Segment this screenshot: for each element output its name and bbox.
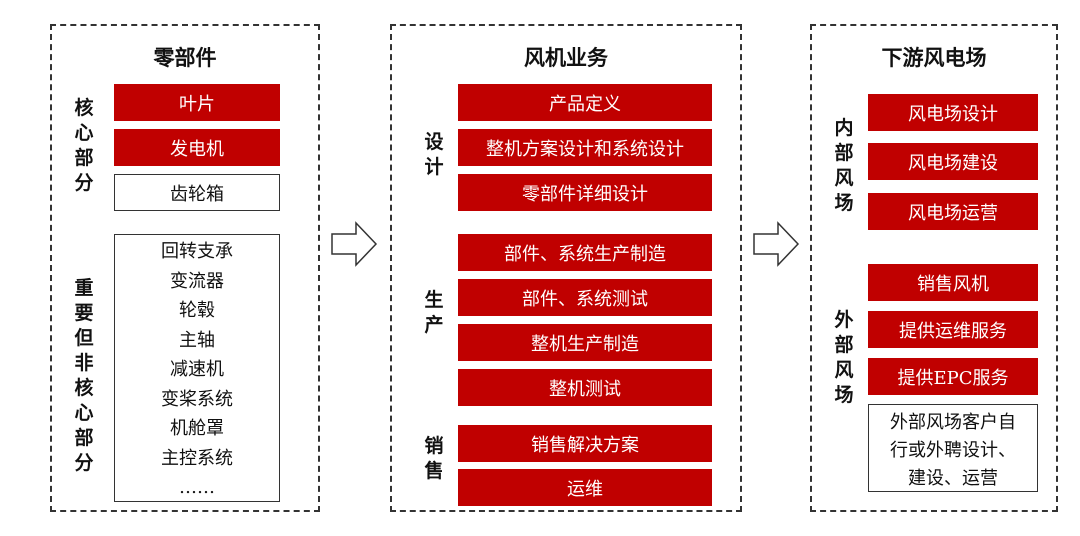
- external-farm-item: 提供EPC服务: [868, 358, 1038, 395]
- external-farm-label: 外 部 风 场: [834, 309, 854, 406]
- external-farm-item: 销售风机: [868, 264, 1038, 301]
- external-farm-note: 外部风场客户自 行或外聘设计、 建设、运营: [868, 404, 1038, 492]
- design-item: 整机方案设计和系统设计: [458, 129, 712, 166]
- sales-label: 销 售: [424, 435, 444, 482]
- production-item: 整机测试: [458, 369, 712, 406]
- list-item: 轮毂: [179, 300, 215, 321]
- list-item: 变流器: [170, 270, 224, 292]
- core-item-blade: 叶片: [114, 84, 280, 121]
- production-label: 生 产: [424, 289, 444, 336]
- noncore-items-list: 回转支承 变流器 轮毂 主轴 减速机 变桨系统 机舱罩 主控系统 ……: [114, 234, 280, 502]
- external-farm-item: 提供运维服务: [868, 311, 1038, 348]
- internal-farm-label: 内 部 风 场: [834, 117, 854, 214]
- internal-farm-item: 风电场建设: [868, 143, 1038, 180]
- list-item: 主控系统: [161, 447, 233, 469]
- production-item: 部件、系统生产制造: [458, 234, 712, 271]
- components-panel: 零部件 核 心 部 分 叶片 发电机 齿轮箱 重 要 但 非 核 心 部 分 回…: [50, 24, 320, 512]
- design-label: 设 计: [424, 131, 444, 178]
- flow-arrow-right-icon: [753, 221, 800, 267]
- internal-farm-item: 风电场运营: [868, 193, 1038, 230]
- list-item: 机舱罩: [170, 418, 224, 439]
- sales-item: 运维: [458, 469, 712, 506]
- list-item: ……: [179, 477, 215, 498]
- windfarm-title: 下游风电场: [881, 45, 987, 70]
- components-title: 零部件: [153, 45, 217, 70]
- sales-item: 销售解决方案: [458, 425, 712, 462]
- turbine-business-panel: 风机业务 设 计 产品定义 整机方案设计和系统设计 零部件详细设计 生 产 部件…: [390, 24, 742, 512]
- core-item-generator: 发电机: [114, 129, 280, 166]
- core-parts-label: 核 心 部 分: [74, 97, 94, 194]
- internal-farm-item: 风电场设计: [868, 94, 1038, 131]
- list-item: 回转支承: [161, 241, 233, 262]
- noncore-parts-label: 重 要 但 非 核 心 部 分: [74, 277, 94, 474]
- production-item: 整机生产制造: [458, 324, 712, 361]
- list-item: 主轴: [179, 329, 215, 351]
- list-item: 减速机: [170, 359, 224, 380]
- production-item: 部件、系统测试: [458, 279, 712, 316]
- design-item: 产品定义: [458, 84, 712, 121]
- flow-arrow-right-icon: [331, 221, 378, 267]
- list-item: 变桨系统: [161, 388, 233, 410]
- design-item: 零部件详细设计: [458, 174, 712, 211]
- windfarm-panel: 下游风电场 内 部 风 场 风电场设计 风电场建设 风电场运营 外 部 风 场 …: [810, 24, 1058, 512]
- turbine-business-title: 风机业务: [524, 45, 608, 70]
- core-item-gearbox: 齿轮箱: [114, 174, 280, 211]
